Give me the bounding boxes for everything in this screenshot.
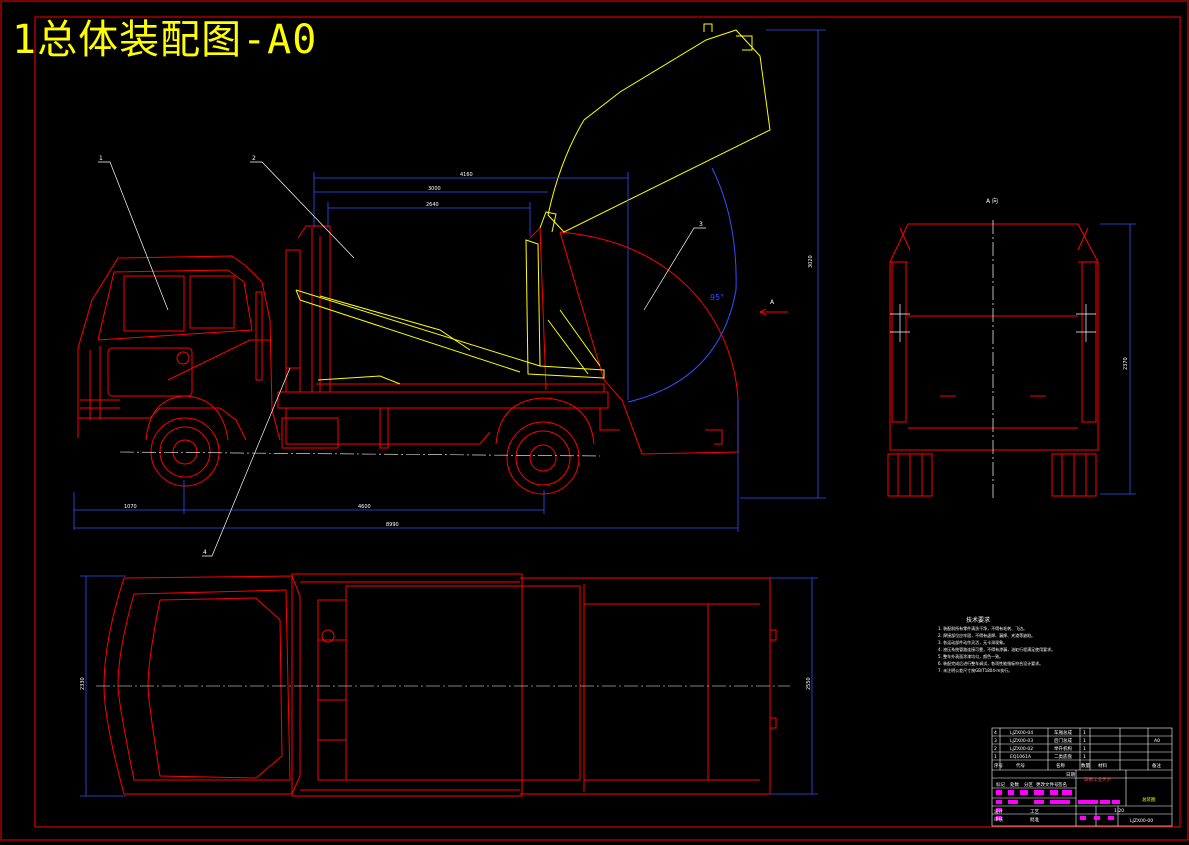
bom-row-qty: 1 bbox=[1083, 754, 1086, 760]
side-dimensions bbox=[73, 29, 826, 532]
part-label-3: 3 bbox=[699, 221, 703, 228]
note-line-4: 4. 液压系统管路连接可靠，不得有渗漏，油缸行程满足使用要求。 bbox=[938, 646, 1055, 652]
bom-row-code: LJZX00-02 bbox=[1010, 746, 1033, 752]
bom-row-name: 二类底盘 bbox=[1054, 753, 1072, 760]
note-line-1: 1. 装配前所有零件清洗干净，不得有毛刺、飞边。 bbox=[938, 625, 1027, 631]
mark-label: 标记 bbox=[996, 781, 1005, 788]
notes-heading: 技术要求 bbox=[966, 616, 990, 624]
dim-height: 3020 bbox=[808, 255, 814, 268]
bom-row-qty: 1 bbox=[1083, 730, 1086, 736]
drawing-name: 总装图 bbox=[1142, 796, 1156, 803]
technical-notes: 技术要求 1. 装配前所有零件清洗干净，不得有毛刺、飞边。 2. 焊接部位应牢固… bbox=[938, 616, 1055, 673]
rear-height-dim: 2370 bbox=[1123, 357, 1129, 370]
bom-row-code: LJZX00-04 bbox=[1010, 730, 1033, 736]
view-arrow bbox=[758, 308, 788, 316]
bom-header-name: 名称 bbox=[1056, 762, 1065, 769]
note-line-5: 5. 整车外表面涂漆均匀，颜色一致。 bbox=[938, 653, 1003, 659]
door-swing-arc bbox=[627, 167, 737, 403]
role-label: 设计 bbox=[994, 808, 1003, 815]
bom-header-qty: 数量 bbox=[1081, 762, 1090, 769]
part-leaders bbox=[98, 161, 706, 557]
bom-row-name: 车厢总成 bbox=[1054, 729, 1072, 736]
inner-frame bbox=[34, 16, 1181, 828]
mark-label: 分区 bbox=[1024, 781, 1033, 788]
bom-header-material: 材料 bbox=[1098, 762, 1107, 769]
top-width-dim-left: 2330 bbox=[80, 677, 86, 690]
dim-front-overhang: 1070 bbox=[124, 504, 137, 510]
bom-row-code: LJZX00-03 bbox=[1010, 738, 1033, 744]
front-wheel bbox=[145, 395, 229, 487]
top-width-dim-right: 2550 bbox=[806, 677, 812, 690]
dim-top-overall: 4160 bbox=[460, 172, 473, 178]
mark-label: 更改文件号 bbox=[1036, 781, 1059, 788]
bom-row-qty: 1 bbox=[1083, 738, 1086, 744]
bom-table: 4 LJZX00-04 车厢总成 1 3 LJZX00-03 后门总成 1 2 … bbox=[994, 729, 1161, 769]
bom-row-no: 4 bbox=[994, 730, 997, 736]
note-line-3: 3. 各运动部件动作灵活，无卡滞现象。 bbox=[938, 639, 1007, 645]
dim-top-mid: 3000 bbox=[428, 186, 441, 192]
cab bbox=[77, 255, 281, 441]
bom-header-no: 序号 bbox=[994, 762, 1003, 769]
rear-view-label: A 向 bbox=[986, 197, 998, 205]
lifting-mechanism bbox=[295, 23, 771, 385]
title-block-magenta-cells bbox=[996, 790, 1120, 820]
bom-row-name: 举升机构 bbox=[1054, 745, 1072, 752]
title-block bbox=[991, 727, 1173, 827]
note-line-7: 7. 未注明公差尺寸按GB/T1804-m执行。 bbox=[938, 667, 1012, 673]
drawing-title: 1总体装配图-A0 bbox=[12, 17, 318, 63]
bom-row-qty: 1 bbox=[1083, 746, 1086, 752]
mark-label: 处数 bbox=[1010, 781, 1019, 788]
bom-header-code: 代号 bbox=[1016, 762, 1025, 769]
role-label: 工艺 bbox=[1030, 809, 1039, 815]
side-centerline bbox=[119, 451, 601, 457]
bom-header-remark: 备注 bbox=[1152, 762, 1161, 769]
role-label: 批准 bbox=[1030, 816, 1039, 823]
school-name: 湖南工业大学 bbox=[1084, 776, 1111, 783]
part-label-4: 4 bbox=[203, 549, 207, 556]
rear-door bbox=[559, 231, 739, 455]
note-line-6: 6. 装配完成后进行整车调试，各项性能指标符合设计要求。 bbox=[938, 660, 1043, 666]
top-view: 2330 2550 bbox=[80, 573, 818, 797]
view-arrow-label: A bbox=[770, 299, 775, 306]
sheet-size: A0 bbox=[1154, 738, 1160, 744]
mark-label: 日期 bbox=[1066, 772, 1075, 778]
bom-row-name: 后门总成 bbox=[1054, 737, 1072, 744]
rear-height-dim-line bbox=[1100, 223, 1136, 495]
scale-value: 1:20 bbox=[1114, 808, 1124, 814]
drawing-number: LJZX00-00 bbox=[1130, 818, 1153, 824]
dim-wheelbase: 4600 bbox=[358, 504, 371, 510]
role-label: 审核 bbox=[994, 816, 1003, 823]
side-view: 95° 4160 3000 2640 3020 1070 4600 8990 1… bbox=[73, 23, 826, 557]
rear-view: A 向 2370 bbox=[887, 197, 1136, 500]
bom-row-code: EQ1061A bbox=[1010, 754, 1032, 760]
part-label-1: 1 bbox=[99, 155, 103, 162]
part-label-2: 2 bbox=[252, 155, 256, 162]
title-block-info: A0 湖南工业大学 总装图 1:20 LJZX00-00 标记 处数 分区 更改… bbox=[994, 738, 1160, 824]
bom-row-no: 3 bbox=[994, 738, 997, 744]
bom-row-no: 2 bbox=[994, 746, 997, 752]
mark-label: 签名 bbox=[1058, 781, 1067, 788]
bom-row-no: 1 bbox=[994, 754, 997, 760]
note-line-2: 2. 焊接部位应牢固，不得有虚焊、漏焊、夹渣等缺陷。 bbox=[938, 632, 1035, 638]
rear-wheel bbox=[495, 397, 595, 495]
angle-label: 95° bbox=[710, 293, 724, 302]
dim-top-inner: 2640 bbox=[426, 202, 439, 208]
dim-overall-length: 8990 bbox=[386, 522, 399, 528]
